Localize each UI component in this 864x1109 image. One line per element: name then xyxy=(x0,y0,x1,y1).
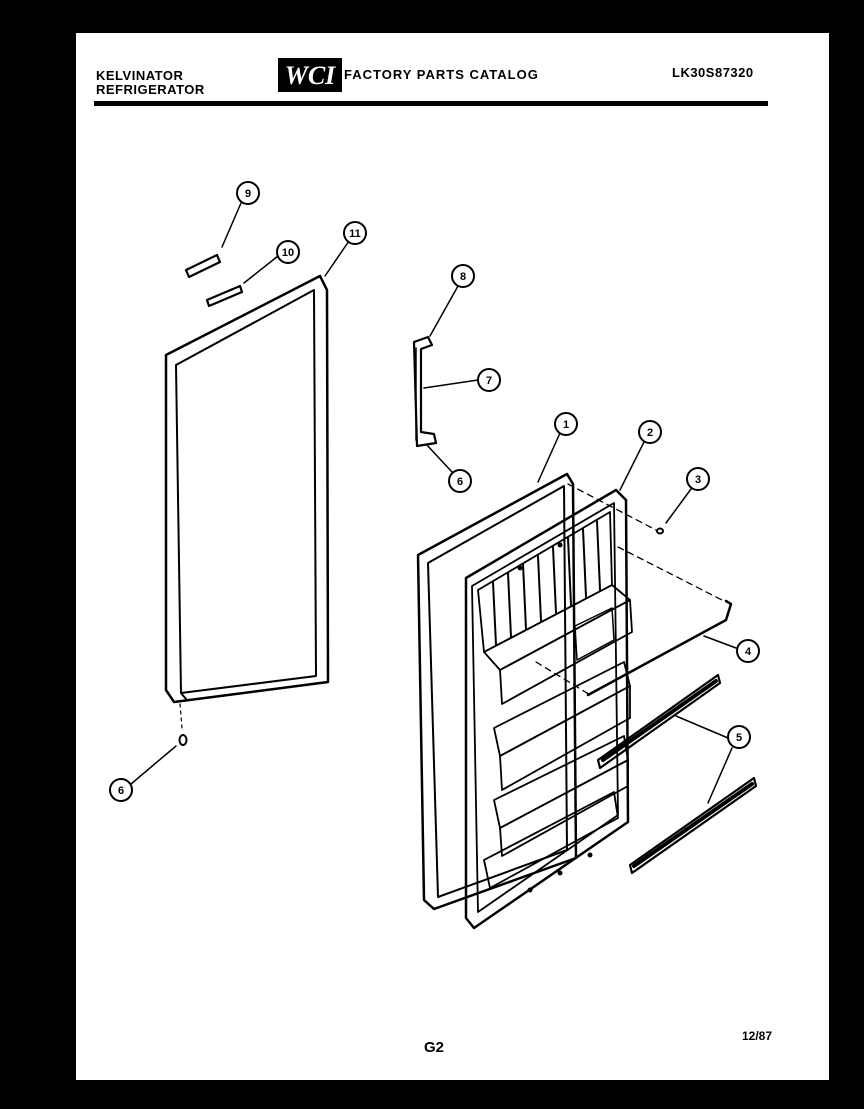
callout-label: 5 xyxy=(736,732,742,744)
catalog-title: FACTORY PARTS CATALOG xyxy=(344,67,539,82)
part-shelf-rod xyxy=(535,599,733,697)
wci-logo: WCI xyxy=(278,58,342,92)
callout-3: 3 xyxy=(665,467,710,524)
part-door-gasket xyxy=(164,274,330,704)
callout-label: 7 xyxy=(486,375,492,387)
logo-text: WCI xyxy=(285,61,336,90)
brand-line-1: KELVINATOR xyxy=(96,68,184,83)
callout-6-right: 6 xyxy=(425,443,472,493)
brand-block: KELVINATOR REFRIGERATOR xyxy=(96,69,205,97)
part-screw-right xyxy=(567,483,723,601)
part-trim-strip-top xyxy=(184,253,222,279)
catalog-date: 12/87 xyxy=(742,1029,773,1043)
part-door-liner xyxy=(464,488,633,930)
callout-label: 9 xyxy=(245,188,251,200)
callout-label: 6 xyxy=(457,476,463,488)
callout-10: 10 xyxy=(243,240,300,284)
callout-label: 10 xyxy=(282,247,294,259)
callout-label: 6 xyxy=(118,785,124,797)
callout-7: 7 xyxy=(423,368,501,392)
callout-label: 1 xyxy=(563,419,569,431)
callout-label: 2 xyxy=(647,427,653,439)
callout-1: 1 xyxy=(537,412,578,483)
callout-12: 12 xyxy=(134,1031,146,1043)
part-hinge-bracket xyxy=(412,335,438,448)
callout-2: 2 xyxy=(619,420,662,491)
callout-5: 5 xyxy=(675,715,751,804)
page-code: G2 xyxy=(424,1039,445,1056)
callout-11: 11 xyxy=(324,221,367,277)
part-shelf-bars xyxy=(596,673,758,875)
callout-4: 4 xyxy=(703,635,760,663)
callout-9: 9 xyxy=(221,181,260,248)
callout-label: 8 xyxy=(460,271,466,283)
callout-label: 3 xyxy=(695,474,701,486)
callout-label: 4 xyxy=(745,646,752,658)
document-number: LK30S87320 xyxy=(672,65,754,80)
callout-6-left: 6 xyxy=(109,745,177,802)
header-rule xyxy=(94,101,768,106)
callout-8: 8 xyxy=(429,264,475,337)
callout-label: 12 xyxy=(134,1031,146,1043)
catalog-sheet: KELVINATOR REFRIGERATOR WCI FACTORY PART… xyxy=(76,33,829,1080)
part-trim-strip-lower xyxy=(205,284,244,308)
callout-label: 11 xyxy=(349,228,361,240)
brand-line-2: REFRIGERATOR xyxy=(96,82,205,97)
part-screw-left xyxy=(178,703,188,746)
